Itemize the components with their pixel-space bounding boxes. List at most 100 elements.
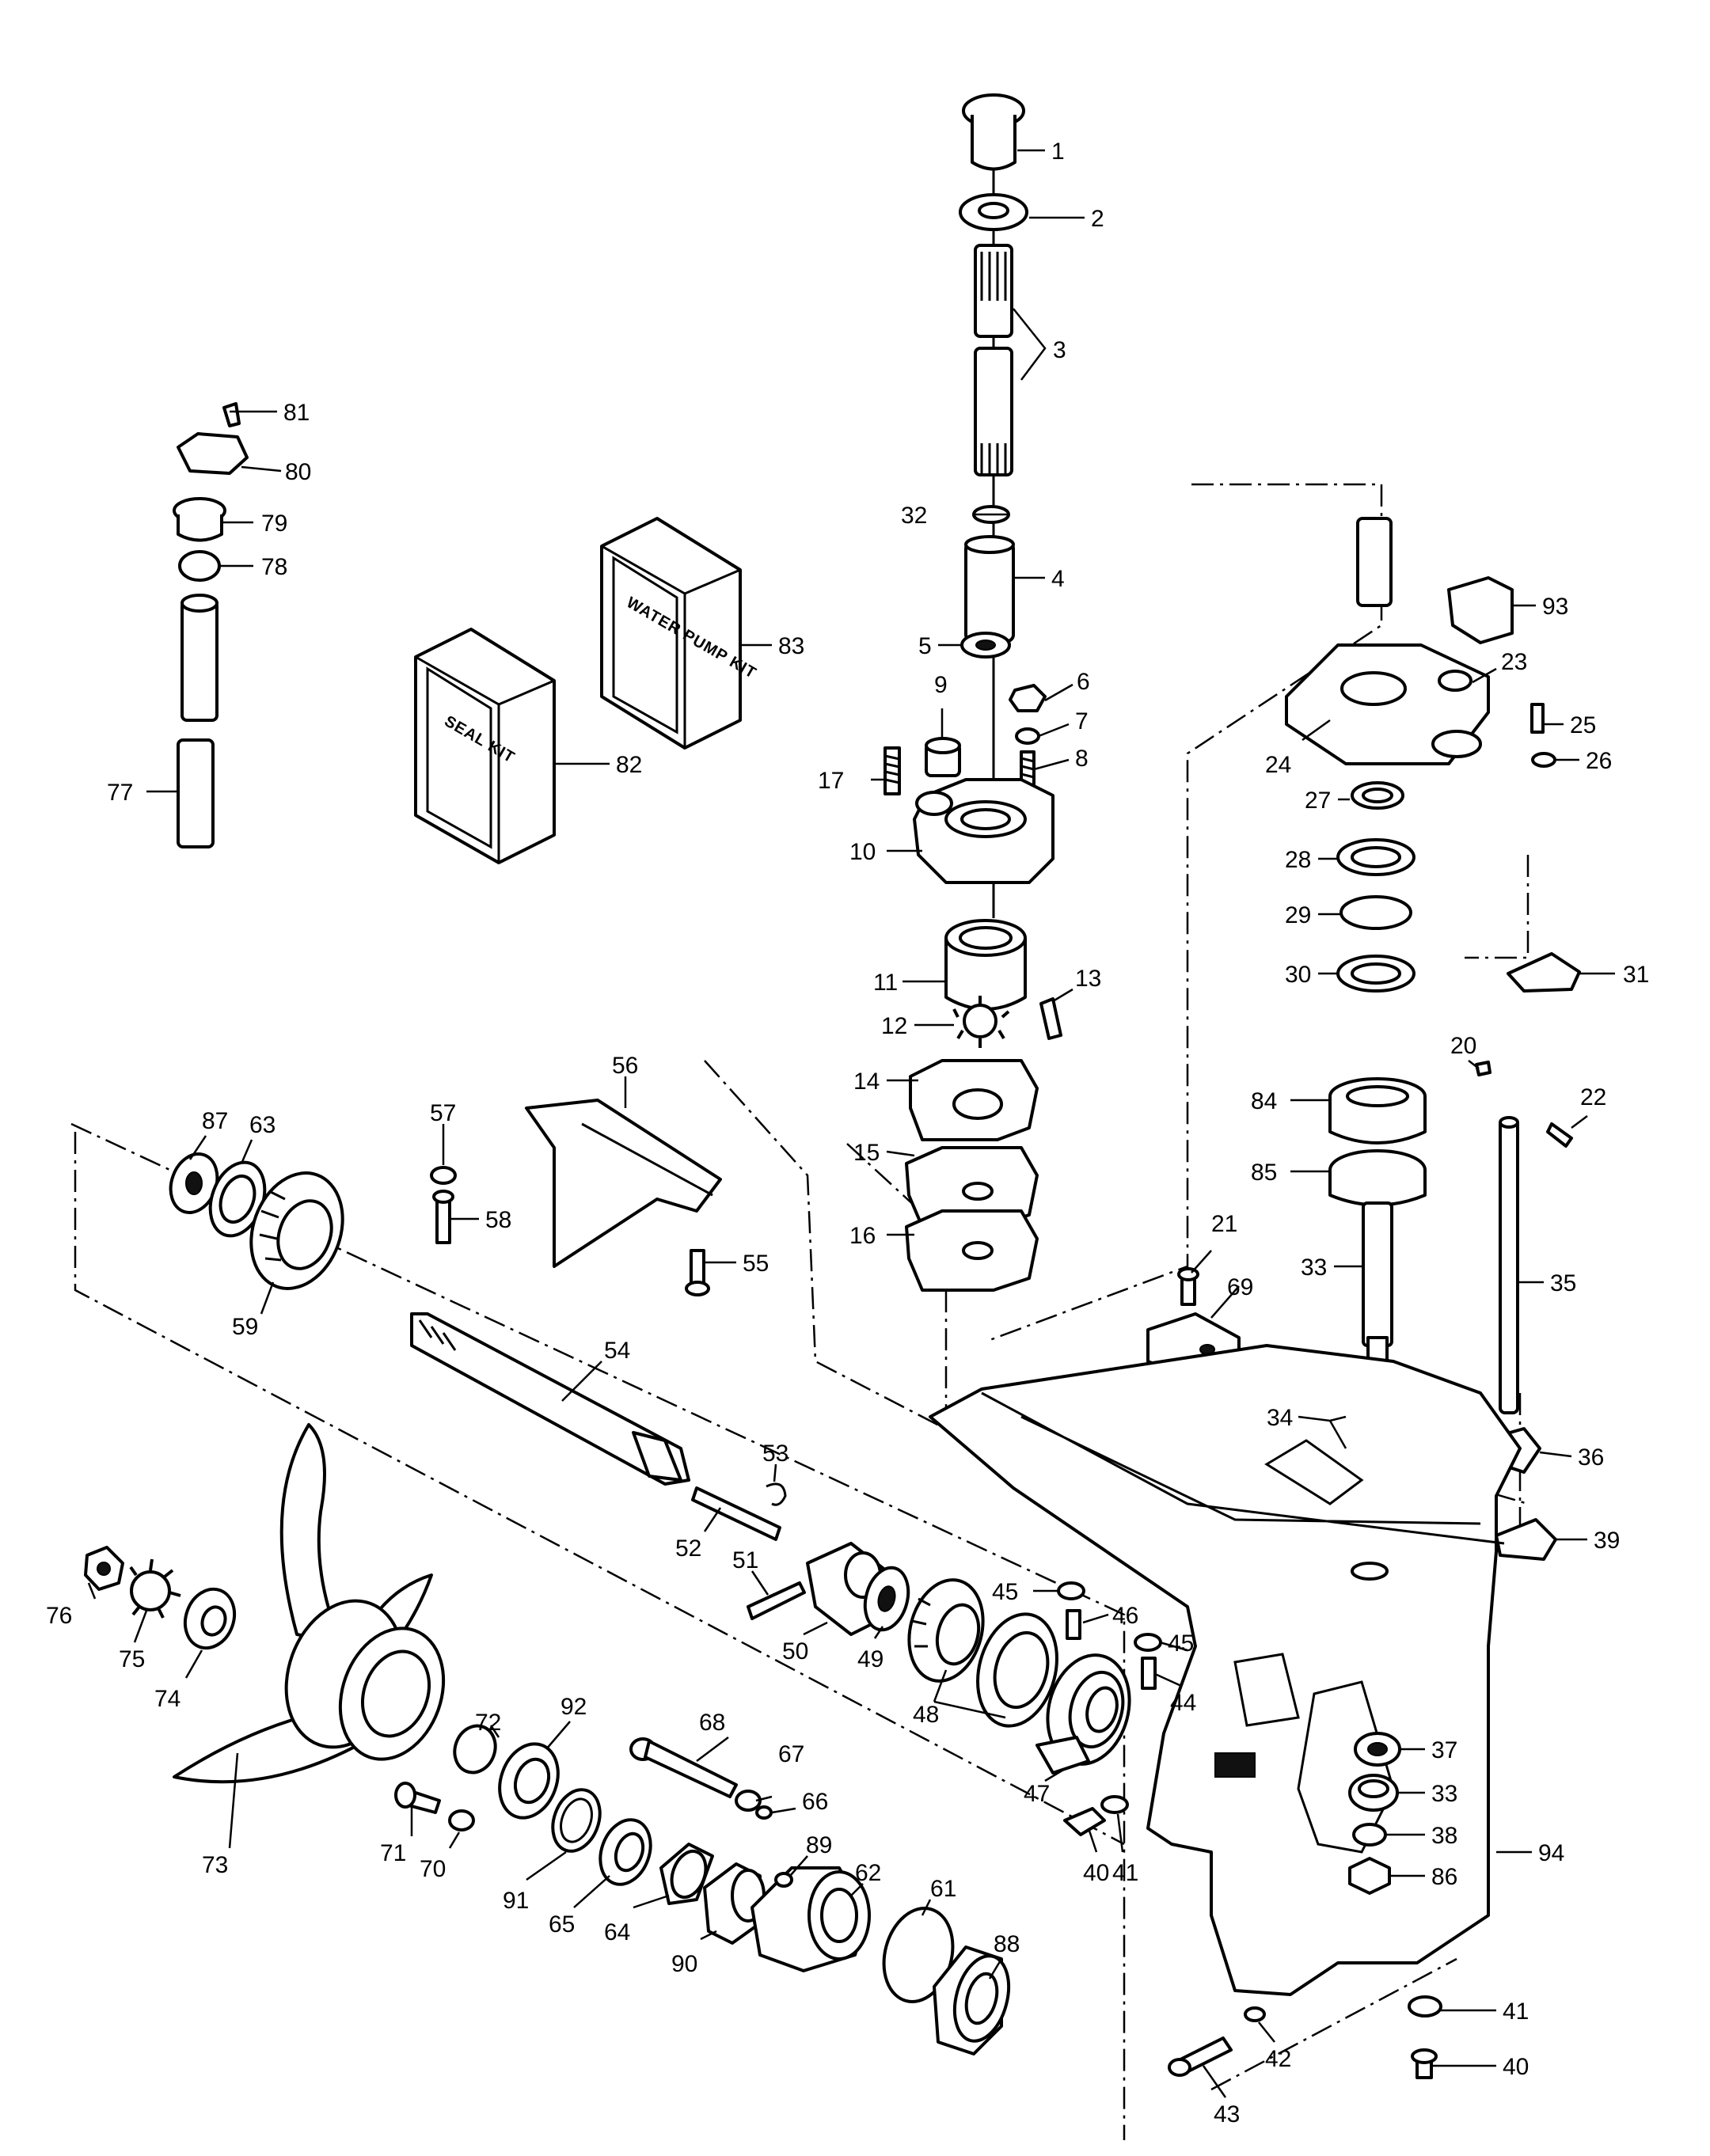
callout-63: 63 — [249, 1112, 276, 1138]
callout-6: 6 — [1077, 669, 1090, 695]
screw-21 — [1177, 1267, 1199, 1306]
callout-83: 83 — [778, 633, 804, 659]
thrust-hub-74 — [183, 1587, 237, 1650]
screw-43 — [1168, 2036, 1233, 2077]
callout-40b: 40 — [1503, 2054, 1529, 2080]
cam-follower-52 — [691, 1486, 781, 1541]
key-13 — [1039, 997, 1062, 1040]
callout-62: 62 — [855, 1860, 881, 1886]
callout-23: 23 — [1501, 649, 1527, 675]
callout-40a: 40 — [1083, 1860, 1109, 1886]
callout-37: 37 — [1431, 1737, 1457, 1763]
callout-4: 4 — [1051, 566, 1065, 592]
trim-tab-56 — [525, 1099, 722, 1268]
liner-11 — [944, 919, 1027, 1011]
callout-31: 31 — [1623, 962, 1649, 988]
drive-shaft-column — [884, 93, 1062, 1292]
callout-26: 26 — [1586, 748, 1612, 774]
callout-41b: 41 — [1503, 1998, 1529, 2025]
callout-labels: 1 2 3 4 5 6 7 8 9 10 11 12 13 14 15 16 1… — [46, 139, 1649, 2128]
bushing-23 — [1438, 670, 1472, 692]
shift-shaft-35 — [1499, 1116, 1519, 1414]
callout-47: 47 — [1024, 1781, 1050, 1807]
callout-94: 94 — [1538, 1840, 1564, 1866]
callout-44: 44 — [1170, 1690, 1196, 1716]
callout-22: 22 — [1580, 1084, 1606, 1110]
screw-46 — [1066, 1609, 1081, 1640]
callout-55: 55 — [743, 1251, 769, 1277]
callout-16: 16 — [849, 1223, 876, 1249]
callout-36: 36 — [1578, 1444, 1604, 1471]
callout-76: 76 — [46, 1603, 72, 1629]
pin-51 — [747, 1581, 806, 1620]
anode-39 — [1495, 1518, 1557, 1561]
reverse-gear-48 — [907, 1578, 1058, 1728]
callout-84: 84 — [1251, 1088, 1277, 1114]
callout-46: 46 — [1112, 1603, 1138, 1629]
callout-27: 27 — [1305, 788, 1331, 814]
cover-93 — [1447, 576, 1514, 644]
callout-91: 91 — [503, 1888, 529, 1914]
screw-89 — [774, 1872, 793, 1888]
housing-hardware — [1348, 1732, 1401, 1895]
spring-53 — [766, 1482, 787, 1506]
callout-70: 70 — [420, 1856, 446, 1882]
callout-72: 72 — [475, 1710, 501, 1736]
callout-89: 89 — [806, 1832, 832, 1858]
callout-56: 56 — [612, 1053, 638, 1079]
callout-43: 43 — [1214, 2101, 1240, 2128]
callout-85: 85 — [1251, 1160, 1277, 1186]
o-ring-29 — [1340, 895, 1412, 930]
callout-67: 67 — [778, 1741, 804, 1767]
callout-73: 73 — [202, 1852, 228, 1878]
callout-30: 30 — [1285, 962, 1311, 988]
screw-25 — [1530, 703, 1545, 734]
callout-54: 54 — [604, 1338, 630, 1364]
callout-5: 5 — [918, 633, 932, 659]
nut-86 — [1348, 1857, 1391, 1895]
callout-61: 61 — [930, 1876, 956, 1902]
case-hardware — [1057, 1581, 1442, 2079]
seal-92 — [498, 1742, 560, 1820]
bushing-1 — [962, 93, 1025, 171]
tab-washer-75 — [129, 1558, 181, 1619]
callout-77: 77 — [107, 780, 133, 806]
callout-14: 14 — [853, 1069, 880, 1095]
callout-93: 93 — [1542, 594, 1568, 620]
screw-44 — [1141, 1657, 1157, 1690]
top-plate-group — [1285, 517, 1581, 993]
propeller-73 — [173, 1423, 446, 1784]
callout-64: 64 — [604, 1919, 630, 1945]
callout-21: 21 — [1211, 1211, 1237, 1237]
trim-tab-group — [430, 1099, 722, 1296]
leader-lines — [87, 149, 1615, 2098]
callout-82: 82 — [616, 752, 642, 778]
propeller-shaft-54 — [410, 1312, 690, 1486]
callout-50: 50 — [782, 1638, 808, 1664]
screw-81 — [222, 402, 241, 427]
shift-rod-assembly — [173, 402, 249, 848]
seal-kit-82: SEAL KIT — [414, 628, 556, 864]
insert-9 — [925, 737, 961, 777]
screw-40b — [1411, 2048, 1438, 2079]
bolt-68 — [629, 1737, 738, 1798]
callout-52: 52 — [675, 1535, 701, 1562]
drive-shaft-3 — [974, 244, 1013, 476]
propeller-group — [84, 1423, 1011, 2055]
callout-48: 48 — [913, 1702, 939, 1728]
callout-35: 35 — [1550, 1270, 1576, 1296]
callout-80: 80 — [285, 459, 311, 485]
callout-87: 87 — [202, 1108, 228, 1134]
callout-3: 3 — [1053, 337, 1066, 363]
screw-71 — [394, 1782, 441, 1814]
callout-92: 92 — [560, 1694, 587, 1720]
bearing-85 — [1328, 1149, 1427, 1207]
callout-81: 81 — [283, 400, 310, 426]
pin-22 — [1546, 1122, 1573, 1148]
washer-38 — [1352, 1823, 1387, 1847]
seal-30 — [1336, 955, 1416, 993]
callout-71: 71 — [380, 1840, 406, 1866]
coupler-80 — [177, 432, 249, 475]
callout-15: 15 — [853, 1140, 880, 1166]
gear-33 — [1348, 1774, 1399, 1812]
